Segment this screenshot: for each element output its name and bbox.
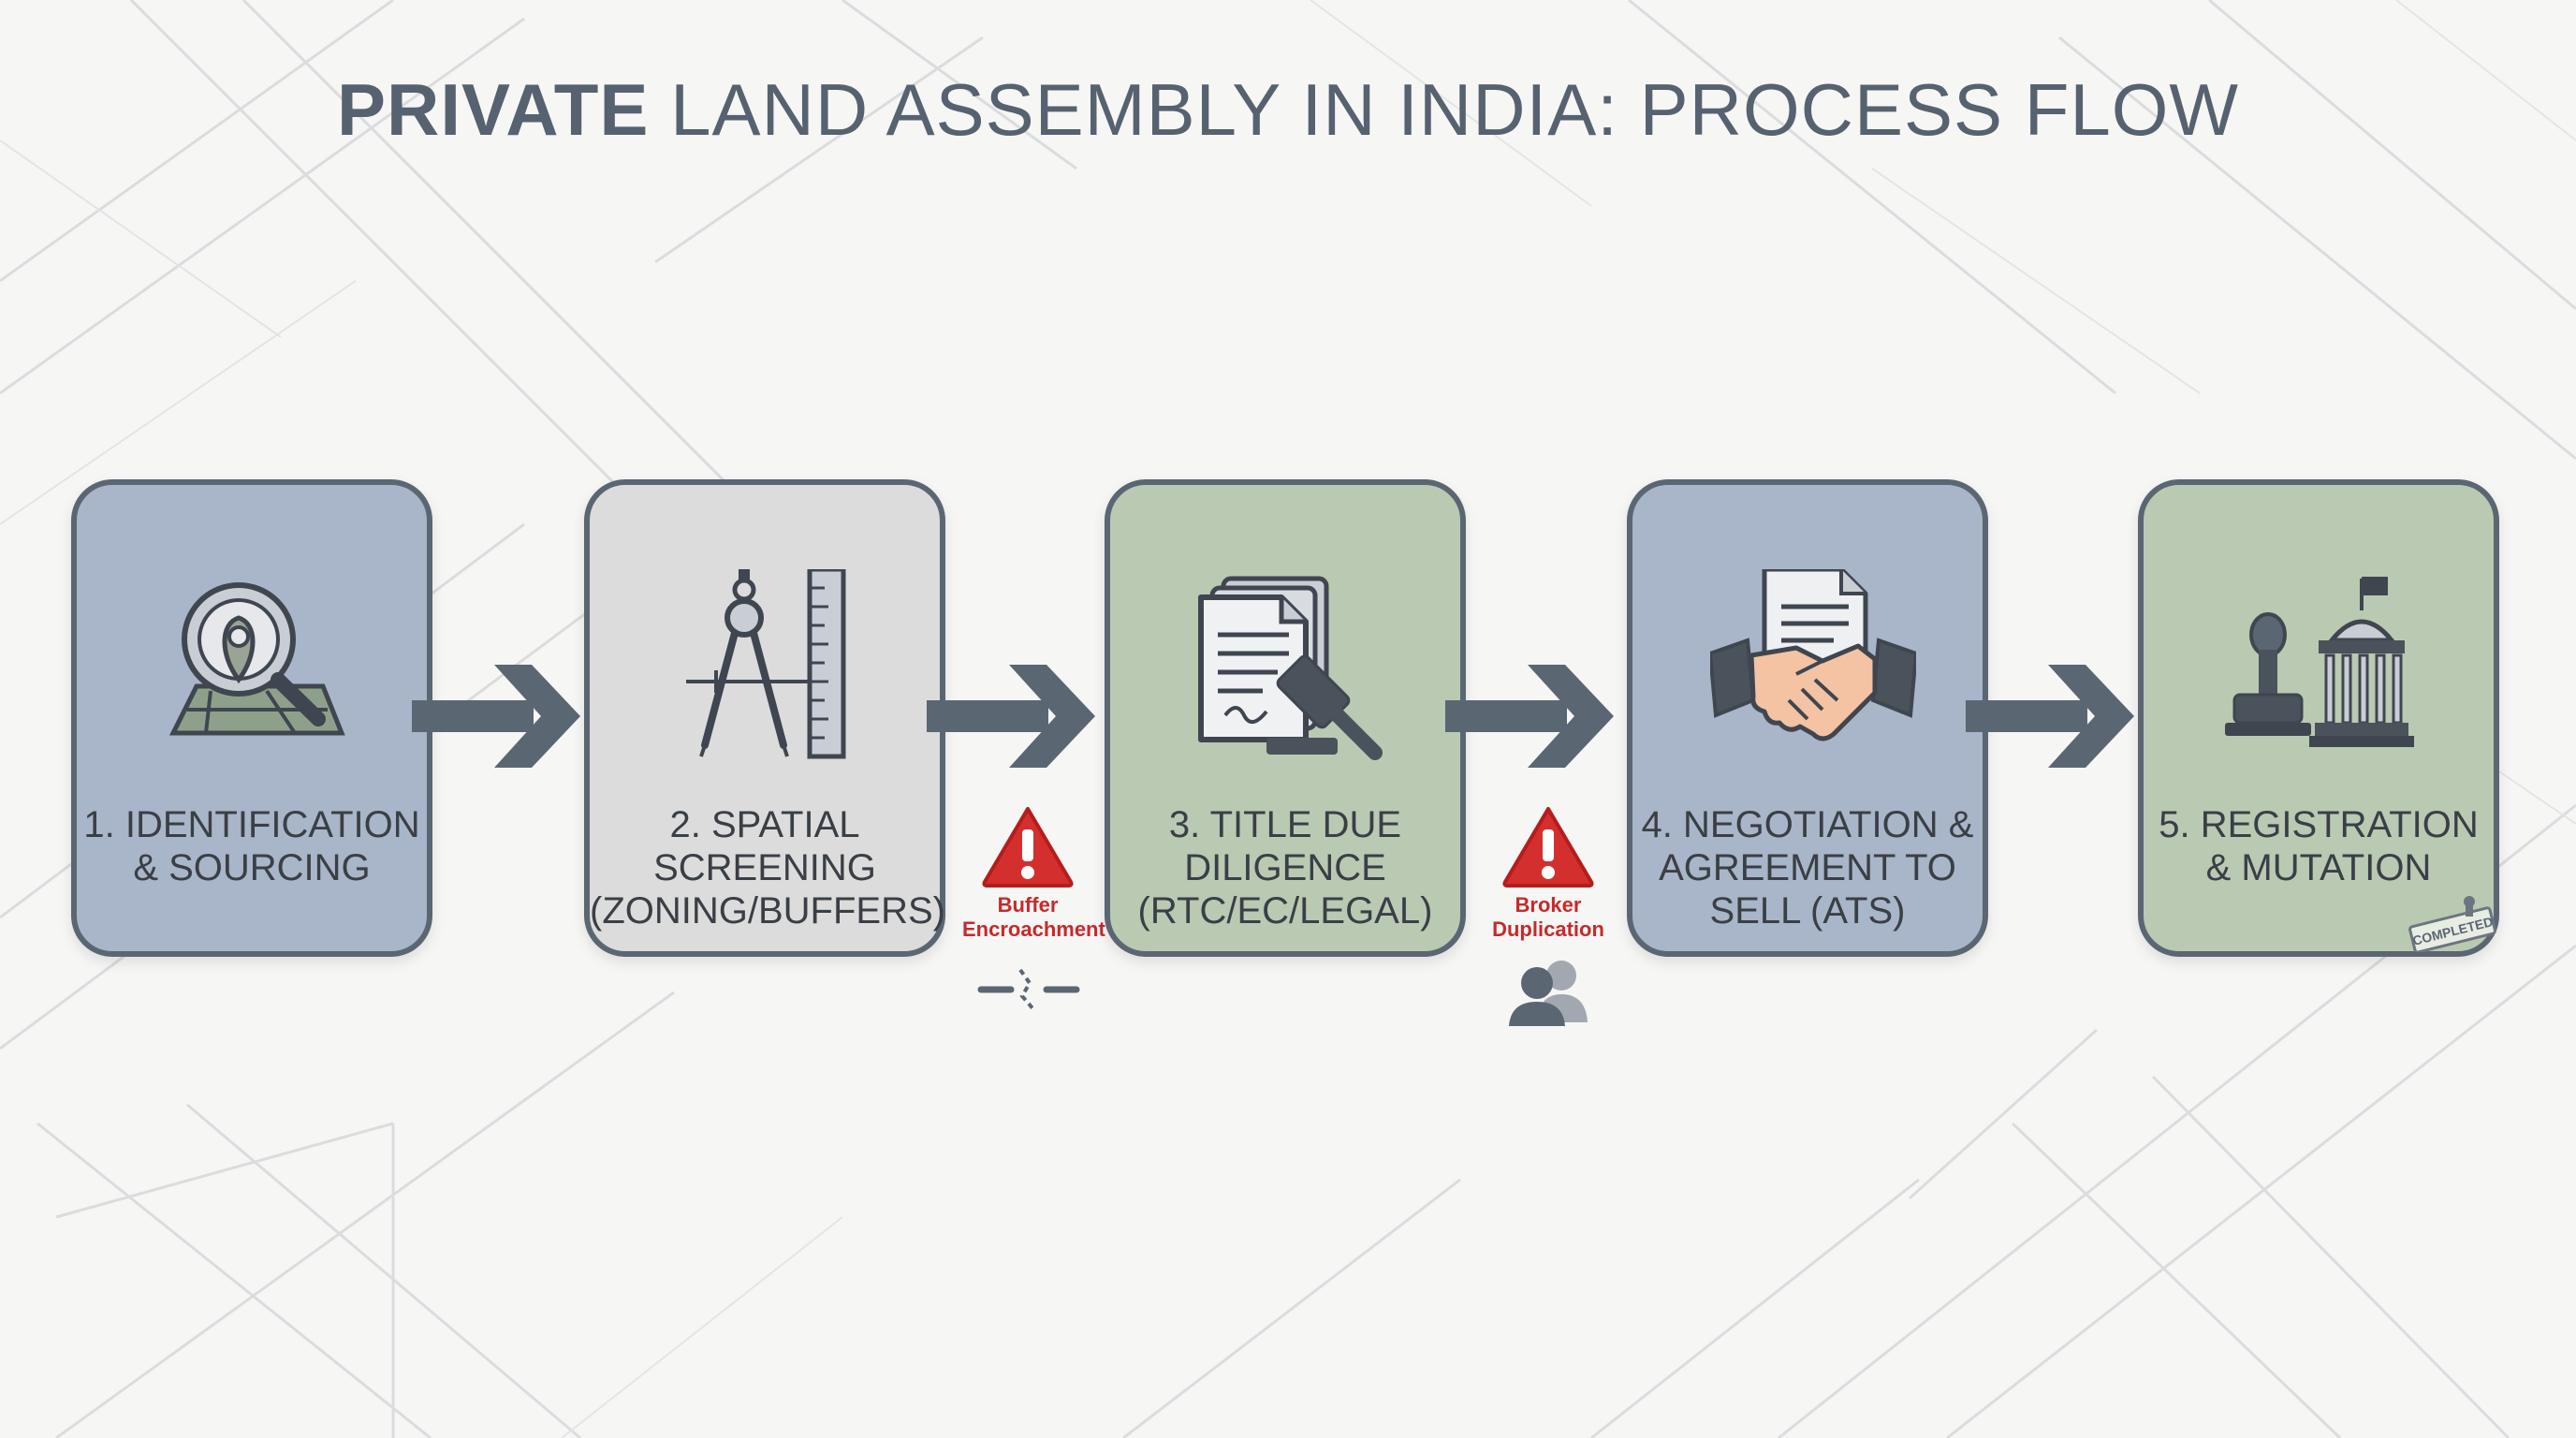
arrow-right-icon: [1445, 665, 1614, 768]
step-label: 4. NEGOTIATION & AGREEMENT TO SELL (ATS): [1641, 804, 1974, 932]
step-label: 3. TITLE DUE DILIGENCE (RTC/EC/LEGAL): [1137, 804, 1433, 932]
arrow-right-icon: [412, 665, 580, 768]
warning-label: Broker Duplication: [1492, 893, 1604, 941]
broken-line-icon: [977, 968, 1080, 1011]
step-label: 5. REGISTRATION & MUTATION: [2159, 804, 2479, 888]
stamp-government-icon: [2225, 577, 2414, 747]
documents-gavel-icon: [1198, 576, 1383, 760]
completed-stamp-icon: COMPLETED: [2408, 896, 2497, 952]
warning-broker-duplication: Broker Duplication: [1483, 803, 1614, 942]
step-label: 1. IDENTIFICATION & SOURCING: [83, 804, 420, 888]
warning-icon: [1502, 807, 1594, 888]
handshake-contract-icon: [1710, 569, 1916, 741]
step-title-due-diligence: 3. TITLE DUE DILIGENCE (RTC/EC/LEGAL): [1105, 479, 1466, 957]
step-spatial-screening: 2. SPATIAL SCREENING (ZONING/BUFFERS): [584, 479, 945, 957]
step-identification: 1. IDENTIFICATION & SOURCING: [71, 479, 432, 957]
page-title: PRIVATE LAND ASSEMBLY IN INDIA: PROCESS …: [336, 68, 2240, 151]
arrow-right-icon: [927, 665, 1095, 768]
people-icon: [1509, 961, 1588, 1026]
step-label: 2. SPATIAL SCREENING (ZONING/BUFFERS): [590, 804, 945, 932]
arrow-right-icon: [1966, 665, 2134, 768]
compass-ruler-icon: [686, 569, 846, 759]
step-negotiation-ats: 4. NEGOTIATION & AGREEMENT TO SELL (ATS): [1627, 479, 1988, 957]
map-search-icon: [168, 582, 345, 736]
warning-label: Buffer Encroachment: [962, 893, 1105, 941]
warning-buffer-encroachment: Buffer Encroachment: [962, 803, 1105, 942]
step-registration-mutation: 5. REGISTRATION & MUTATION: [2138, 479, 2499, 957]
warning-icon: [982, 807, 1074, 888]
